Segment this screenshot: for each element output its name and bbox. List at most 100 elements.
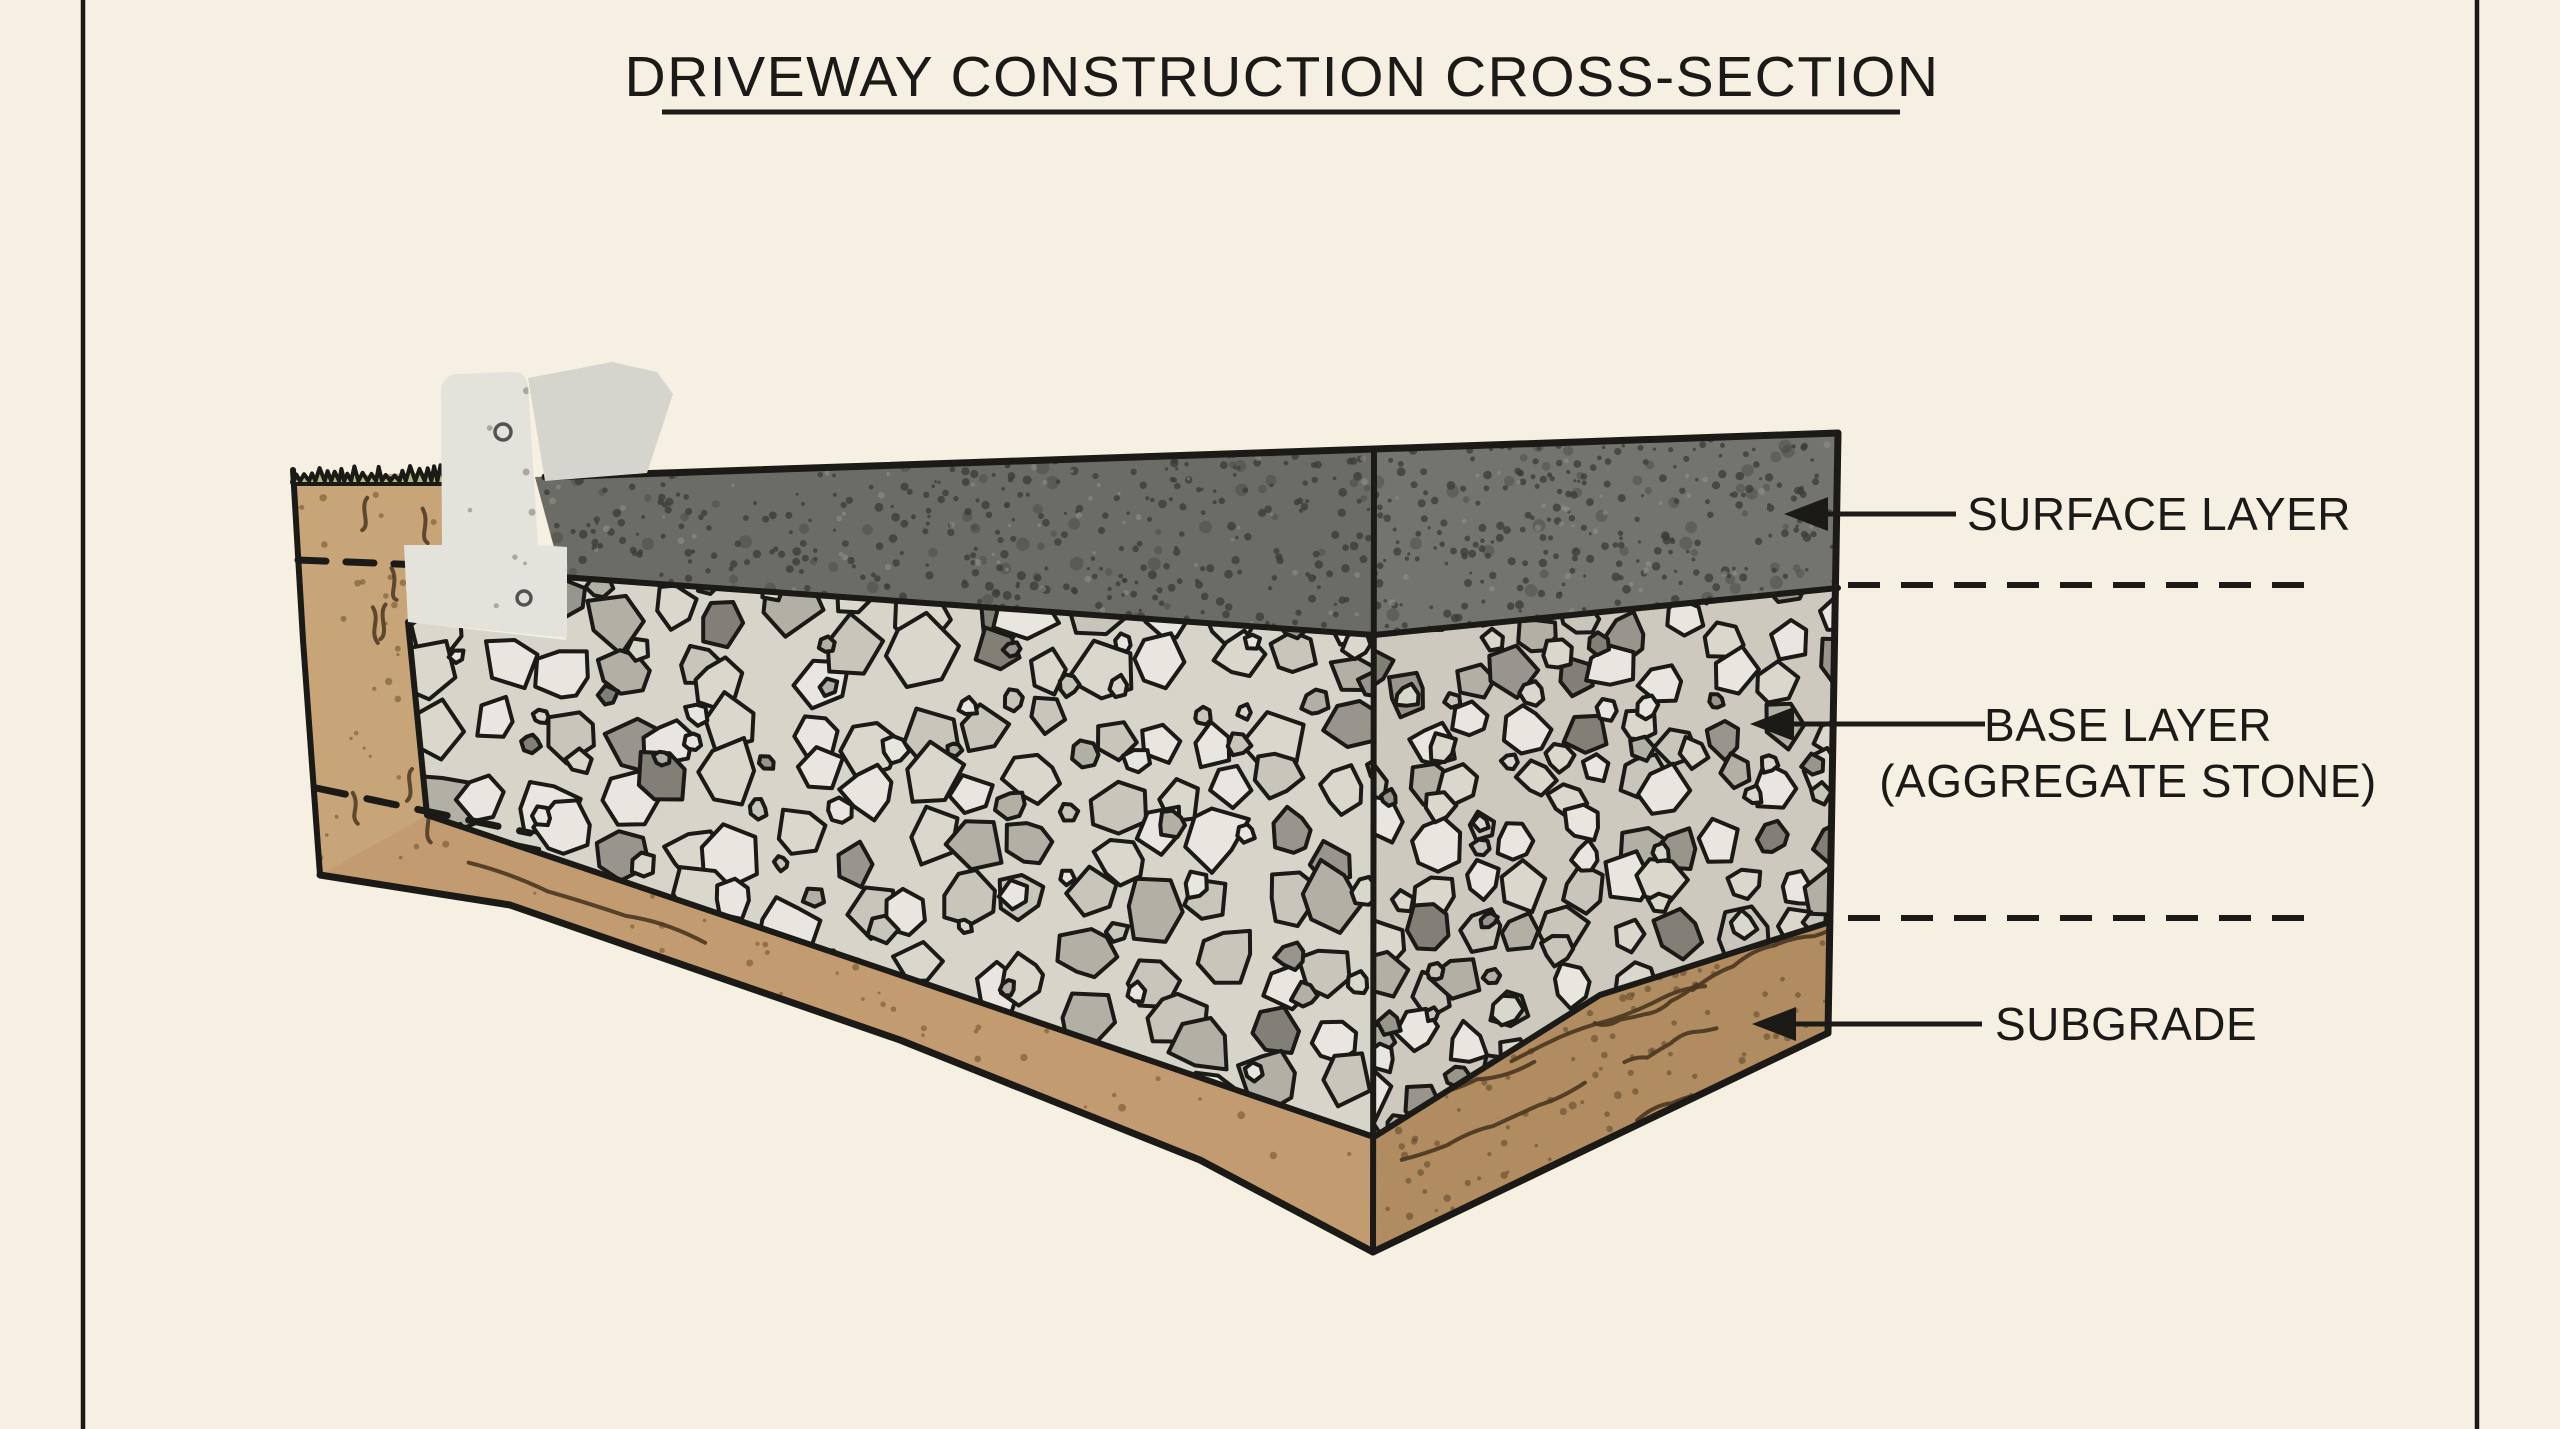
aggregate-stone: [1809, 780, 1834, 807]
asphalt-speckle: [1580, 473, 1588, 480]
aggregate-stone: [1288, 979, 1320, 1009]
aggregate-stone: [624, 636, 650, 663]
asphalt-speckle: [925, 521, 930, 526]
soil-speckle: [394, 695, 402, 703]
aggregate-stone: [1126, 876, 1185, 944]
aggregate-stone: [1103, 921, 1131, 944]
page-title: DRIVEWAY CONSTRUCTION CROSS-SECTION: [624, 45, 1939, 109]
asphalt-speckle: [1090, 556, 1096, 561]
asphalt-speckle: [1176, 578, 1183, 584]
surface-layer-label: SURFACE LAYER: [1967, 488, 2351, 540]
aggregate-stone: [837, 762, 894, 823]
asphalt-speckle: [1695, 478, 1699, 482]
asphalt-speckle: [892, 559, 900, 567]
asphalt-speckle: [570, 528, 576, 535]
asphalt-speckle: [1580, 524, 1587, 531]
asphalt-speckle: [1376, 562, 1384, 570]
asphalt-speckle: [1102, 512, 1109, 519]
asphalt-blotch: [1745, 487, 1758, 500]
asphalt-speckle: [664, 506, 672, 514]
asphalt-speckle: [578, 555, 587, 565]
asphalt-speckle: [762, 515, 770, 523]
asphalt-speckle: [1168, 497, 1173, 502]
asphalt-blotch: [1644, 486, 1652, 495]
asphalt-speckle: [1670, 537, 1675, 542]
asphalt-speckle: [1147, 570, 1157, 580]
asphalt-blotch: [1563, 445, 1574, 456]
asphalt-speckle: [1555, 591, 1563, 599]
soil-speckle: [1456, 1108, 1461, 1112]
soil-speckle: [430, 519, 437, 525]
soil-speckle: [880, 1001, 886, 1008]
soil-speckle: [1772, 1033, 1780, 1040]
asphalt-speckle: [1316, 585, 1321, 590]
asphalt-speckle: [1097, 526, 1106, 535]
asphalt-speckle: [1200, 510, 1206, 516]
asphalt-speckle: [1420, 468, 1428, 476]
asphalt-blotch: [862, 524, 873, 535]
asphalt-speckle-light: [1075, 512, 1082, 519]
soil-speckle: [890, 1006, 897, 1012]
asphalt-speckle: [847, 556, 855, 565]
aggregate-stone: [1650, 840, 1671, 864]
asphalt-speckle: [1332, 476, 1337, 481]
soil-speckle: [1741, 1052, 1747, 1057]
asphalt-speckle: [1384, 623, 1390, 629]
surface-layer-side-face: [1374, 433, 1838, 635]
asphalt-speckle: [1001, 487, 1005, 491]
asphalt-speckle: [1086, 567, 1091, 571]
asphalt-speckle: [1417, 499, 1426, 508]
aggregate-stone: [1235, 702, 1253, 722]
asphalt-speckle: [1215, 597, 1225, 606]
asphalt-speckle-light: [1194, 563, 1199, 568]
aggregate-stone: [484, 638, 540, 691]
block-bottom-right-edge: [1369, 1029, 1832, 1256]
aggregate-stone: [1704, 719, 1741, 763]
asphalt-speckle: [995, 529, 1000, 535]
asphalt-speckle: [1461, 602, 1469, 610]
asphalt-speckle: [1356, 498, 1362, 504]
soil-speckle: [975, 1024, 982, 1031]
asphalt-blotch: [1735, 483, 1746, 493]
asphalt-speckle: [1130, 468, 1137, 476]
asphalt-speckle: [804, 585, 811, 592]
soil-strata-line: [1399, 1080, 1587, 1162]
asphalt-speckle: [799, 540, 807, 547]
asphalt-speckle-light: [1135, 514, 1142, 521]
asphalt-speckle: [799, 569, 804, 575]
asphalt-speckle: [1718, 453, 1723, 458]
soil-speckle: [1763, 1033, 1771, 1040]
asphalt-speckle: [1356, 532, 1364, 540]
aggregate-stone: [1300, 857, 1363, 935]
asphalt-speckle: [1548, 535, 1554, 541]
asphalt-blotch: [644, 494, 652, 502]
asphalt-speckle: [953, 496, 959, 502]
asphalt-speckle: [1460, 547, 1469, 557]
asphalt-blotch: [828, 561, 839, 573]
aggregate-stone: [771, 854, 790, 874]
asphalt-speckle: [934, 480, 938, 484]
asphalt-blotch: [1153, 545, 1163, 555]
asphalt-speckle: [1464, 535, 1471, 542]
asphalt-blotch: [1619, 546, 1629, 556]
asphalt-speckle-light: [1686, 493, 1692, 498]
asphalt-speckle: [1694, 539, 1701, 547]
asphalt-blotch: [1155, 528, 1162, 536]
aggregate-stone: [1064, 864, 1119, 918]
soil-speckle: [413, 843, 420, 850]
aggregate-stone: [1404, 902, 1451, 952]
asphalt-speckle: [1597, 455, 1602, 461]
asphalt-blotch: [1462, 496, 1470, 504]
soil-speckle: [1443, 1194, 1451, 1202]
asphalt-speckle-light: [886, 471, 891, 476]
aggregate-stone: [1425, 961, 1446, 982]
aggregate-stone: [1635, 693, 1661, 722]
asphalt-speckle: [597, 543, 604, 549]
asphalt-speckle: [971, 569, 980, 577]
asphalt-speckle: [1436, 529, 1443, 536]
asphalt-speckle: [1338, 487, 1348, 497]
asphalt-speckle: [1139, 481, 1148, 489]
asphalt-speckle: [1754, 537, 1763, 546]
soil-speckle: [1417, 1169, 1424, 1176]
